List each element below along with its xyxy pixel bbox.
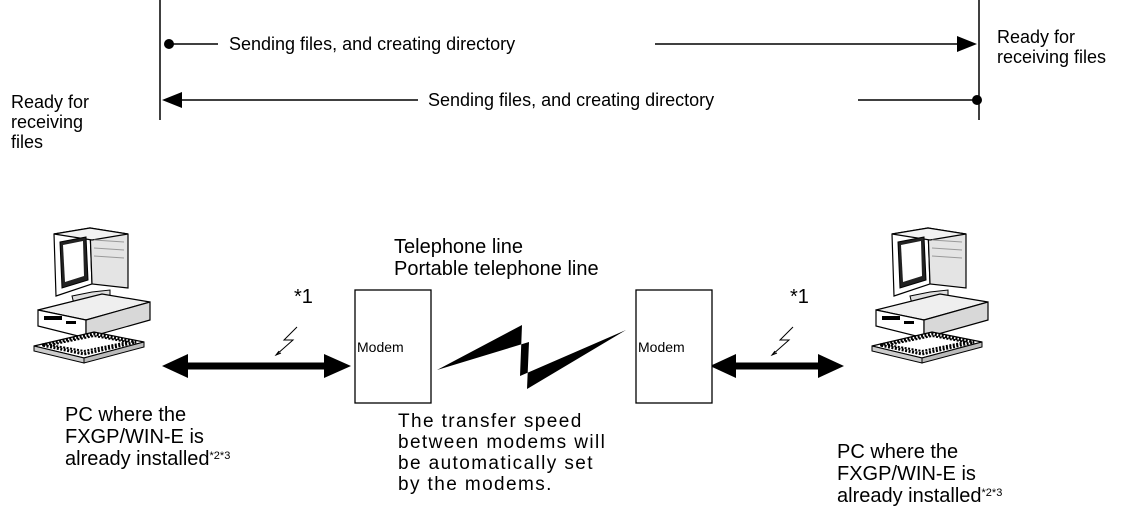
- left-wireless-icon: [275, 326, 298, 356]
- forward-arrowhead: [957, 36, 977, 52]
- left-note-mark: *1: [294, 286, 313, 308]
- right-pc-footnote: *2*3: [981, 487, 1003, 499]
- left-modem-label: Modem: [357, 339, 404, 355]
- right-modem-label: Modem: [638, 339, 685, 355]
- right-pc-icon: [870, 226, 990, 365]
- right-link-arrowhead-b: [818, 354, 844, 378]
- left-link-arrowhead-b: [324, 354, 351, 378]
- telephone-line-label: Telephone line: [394, 236, 523, 258]
- right-link-arrowhead-a: [710, 354, 736, 378]
- right-note-mark: *1: [790, 286, 809, 308]
- left-pc-caption: PC where the FXGP/WIN-E is already insta…: [65, 404, 231, 470]
- left-pc-footnote: *2*3: [209, 450, 231, 462]
- left-modem-box: [354, 289, 432, 404]
- telephone-line-bolt-icon: [437, 325, 626, 389]
- backward-arrowhead: [162, 92, 182, 108]
- left-ready-status: Ready for receiving files: [11, 92, 90, 152]
- transfer-speed-note: The transfer speed between modems will b…: [398, 411, 607, 495]
- right-pc-caption: PC where the FXGP/WIN-E is already insta…: [837, 441, 1003, 507]
- forward-transfer-label: Sending files, and creating directory: [229, 34, 516, 54]
- right-modem-box: [635, 289, 713, 404]
- left-link-arrowhead-a: [162, 354, 188, 378]
- right-wireless-icon: [771, 326, 794, 356]
- portable-telephone-line-label: Portable telephone line: [394, 258, 599, 280]
- left-pc-icon: [32, 226, 152, 365]
- right-ready-status: Ready for receiving files: [997, 27, 1107, 67]
- backward-transfer-label: Sending files, and creating directory: [428, 90, 715, 110]
